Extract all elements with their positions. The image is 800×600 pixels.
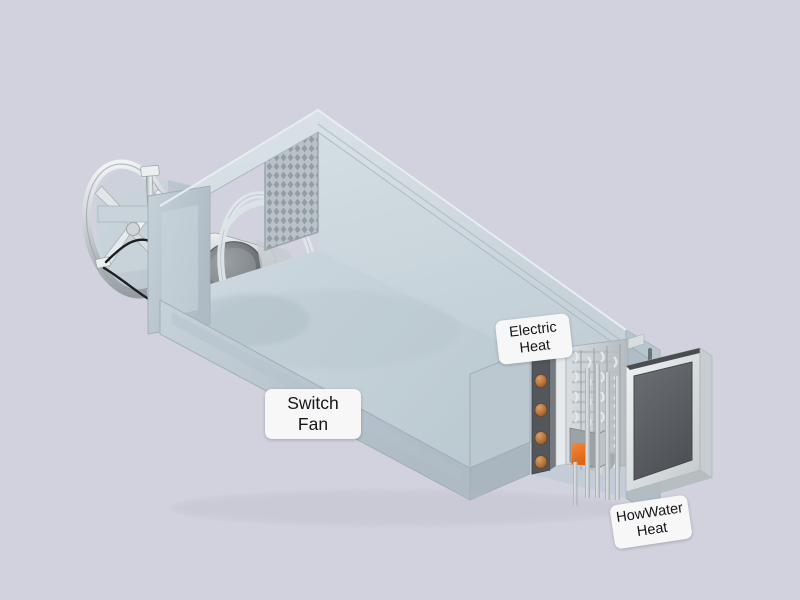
- filter-frame-side: [699, 347, 713, 479]
- terminal-bolt-1: [534, 374, 548, 388]
- coil-drain-pipe: [573, 462, 578, 506]
- coil-pipe-2: [595, 364, 600, 498]
- filter-panel: [625, 347, 713, 500]
- terminal-strip-edge: [550, 350, 556, 470]
- coil-pipe-3: [605, 372, 610, 500]
- callout-switch-fan-text: Switch Fan: [287, 393, 339, 434]
- casing-inner-top-edge: [317, 123, 627, 345]
- fan-hub: [126, 222, 140, 236]
- mesh-grille-fill: [265, 124, 318, 250]
- casing-top-highlight: [159, 108, 627, 331]
- casing-front-left-inner: [162, 205, 198, 318]
- terminal-bolt-3: [534, 431, 548, 445]
- callout-switch-fan[interactable]: Switch Fan: [265, 389, 361, 439]
- strut-pad-top: [140, 165, 160, 177]
- junction-switch-orange[interactable]: [571, 442, 589, 466]
- callout-electric-heat-text: Electric Heat: [508, 319, 558, 357]
- terminal-bolt-2: [534, 403, 548, 417]
- filter-top-dark-edge: [626, 348, 704, 370]
- coil-pipe-1: [585, 368, 590, 498]
- electric-heat-terminal-strip: [531, 346, 567, 475]
- coil-pipe-4: [615, 376, 620, 500]
- callout-hotwater-heat-text: HowWater Heat: [615, 500, 685, 541]
- terminal-strip-rail: [555, 346, 567, 467]
- ground-shadow: [170, 490, 630, 526]
- terminal-bolt-4: [534, 455, 548, 469]
- terminal-bolts: [534, 374, 548, 469]
- filter-media: [633, 361, 693, 481]
- coil-top-connector: [627, 333, 645, 350]
- callout-electric-heat[interactable]: Electric Heat: [494, 312, 574, 366]
- filter-frame-bottom: [626, 470, 712, 500]
